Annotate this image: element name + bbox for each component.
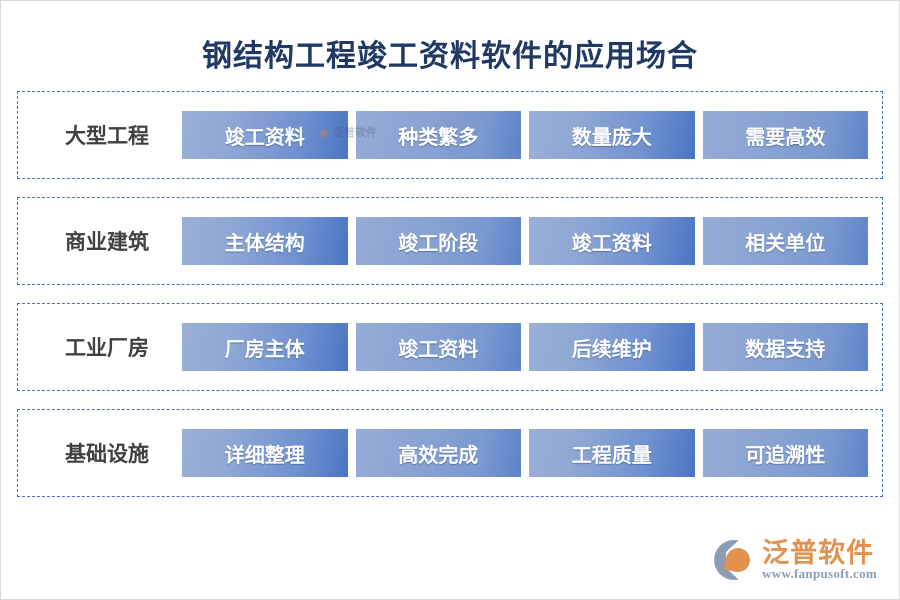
page-title: 钢结构工程竣工资料软件的应用场合	[202, 40, 698, 73]
row-cells: 详细整理 高效完成 工程质量 可追溯性	[182, 429, 868, 477]
cell-item[interactable]: 相关单位	[702, 217, 868, 265]
cell-item[interactable]: 需要高效	[702, 111, 868, 159]
cell-item[interactable]: 厂房主体	[182, 323, 348, 371]
cell-item[interactable]: 详细整理	[182, 429, 348, 477]
row-label: 商业建筑	[65, 230, 149, 254]
category-row: 工业厂房 厂房主体 竣工资料 后续维护 数据支持	[17, 303, 883, 391]
cell-item[interactable]: 工程质量	[529, 429, 695, 477]
brand-url: www.fanpusoft.com	[762, 566, 877, 582]
category-row: 大型工程 竣工资料 种类繁多 数量庞大 需要高效 泛普软件	[17, 91, 883, 179]
fanpusoft-logo-icon	[714, 540, 754, 580]
cell-item[interactable]: 竣工阶段	[355, 217, 521, 265]
brand-name: 泛普软件	[762, 538, 875, 569]
cell-item[interactable]: 数据支持	[702, 323, 868, 371]
row-label: 工业厂房	[65, 336, 149, 360]
row-cells: 竣工资料 种类繁多 数量庞大 需要高效	[182, 111, 868, 159]
cell-item[interactable]: 竣工资料	[355, 323, 521, 371]
brand-text-group: 泛普软件 www.fanpusoft.com	[762, 539, 877, 581]
row-label: 基础设施	[65, 442, 149, 466]
row-cells: 厂房主体 竣工资料 后续维护 数据支持	[182, 323, 868, 371]
cell-item[interactable]: 高效完成	[355, 429, 521, 477]
row-cells: 主体结构 竣工阶段 竣工资料 相关单位	[182, 217, 868, 265]
cell-item[interactable]: 可追溯性	[702, 429, 868, 477]
category-row: 商业建筑 主体结构 竣工阶段 竣工资料 相关单位	[17, 197, 883, 285]
row-label: 大型工程	[65, 124, 149, 148]
brand-logo: 泛普软件 www.fanpusoft.com	[714, 539, 877, 581]
cell-item[interactable]: 主体结构	[182, 217, 348, 265]
rows-container: 大型工程 竣工资料 种类繁多 数量庞大 需要高效 泛普软件 商业建筑 主体结构 …	[1, 91, 899, 497]
cell-item[interactable]: 后续维护	[529, 323, 695, 371]
cell-item[interactable]: 竣工资料	[182, 111, 348, 159]
cell-item[interactable]: 竣工资料	[529, 217, 695, 265]
cell-item[interactable]: 种类繁多	[355, 111, 521, 159]
category-row: 基础设施 详细整理 高效完成 工程质量 可追溯性	[17, 409, 883, 497]
cell-item[interactable]: 数量庞大	[529, 111, 695, 159]
